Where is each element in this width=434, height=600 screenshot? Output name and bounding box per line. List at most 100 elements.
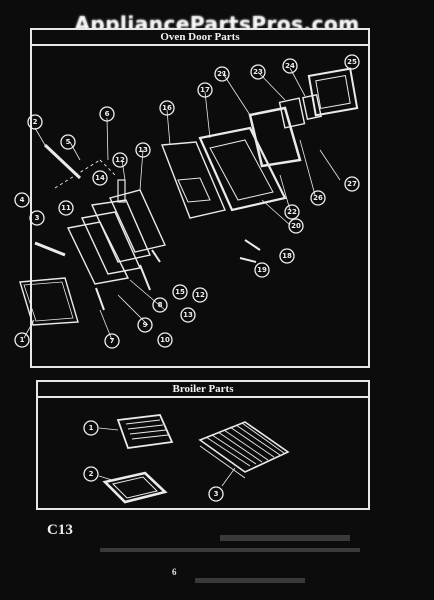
callout-13-lower[interactable]: 13 — [180, 307, 196, 323]
broiler-callout-1[interactable]: 1 — [83, 420, 99, 436]
callout-10[interactable]: 10 — [157, 332, 173, 348]
svg-text:5: 5 — [66, 138, 71, 146]
part-outer-door-frame — [19, 277, 79, 326]
callout-8[interactable]: 8 — [152, 297, 168, 313]
svg-text:25: 25 — [347, 58, 357, 66]
callout-2[interactable]: 2 — [27, 114, 43, 130]
part-outer-door-frame-inner — [23, 281, 74, 322]
part-spacer — [302, 93, 322, 121]
part-door-glass-inner — [90, 199, 151, 263]
part-door-glass — [80, 211, 142, 275]
svg-text:24: 24 — [285, 62, 295, 70]
callout-26[interactable]: 26 — [310, 190, 326, 206]
svg-text:20: 20 — [291, 222, 301, 230]
callout-12[interactable]: 12 — [112, 152, 128, 168]
svg-text:10: 10 — [160, 336, 170, 344]
broiler-parts-panel: Broiler Parts — [36, 380, 370, 510]
svg-text:26: 26 — [313, 194, 323, 202]
svg-text:7: 7 — [110, 337, 115, 345]
callout-4[interactable]: 4 — [14, 192, 30, 208]
part-door-liner — [109, 189, 166, 253]
callout-7[interactable]: 7 — [104, 333, 120, 349]
part-window-frame — [307, 67, 359, 117]
callout-6[interactable]: 6 — [99, 106, 115, 122]
oven-door-parts-panel: Oven Door Parts — [30, 28, 370, 368]
svg-text:12: 12 — [115, 156, 125, 164]
broiler-callout-2[interactable]: 2 — [83, 466, 99, 482]
callout-22[interactable]: 22 — [284, 204, 300, 220]
part-window-frame-inner — [315, 75, 351, 109]
callout-18[interactable]: 18 — [279, 248, 295, 264]
callout-23[interactable]: 23 — [250, 64, 266, 80]
svg-text:2: 2 — [33, 118, 38, 126]
svg-text:22: 22 — [287, 208, 297, 216]
svg-text:27: 27 — [347, 180, 357, 188]
svg-text:3: 3 — [214, 490, 219, 498]
svg-text:13: 13 — [183, 311, 193, 319]
part-broiler-pan-inner — [112, 476, 158, 499]
broiler-grid-slots — [125, 419, 169, 440]
callout-14[interactable]: 14 — [92, 170, 108, 186]
part-oven-rack — [198, 421, 290, 473]
svg-text:21: 21 — [217, 70, 227, 78]
callout-24[interactable]: 24 — [282, 58, 298, 74]
svg-text:3: 3 — [35, 214, 40, 222]
callout-11[interactable]: 11 — [58, 200, 74, 216]
scan-smudge — [195, 578, 305, 583]
svg-text:1: 1 — [89, 424, 94, 432]
callout-17[interactable]: 17 — [197, 82, 213, 98]
part-broiler-pan — [102, 471, 168, 504]
part-screw — [244, 239, 261, 251]
svg-text:6: 6 — [105, 110, 110, 118]
part-screw — [239, 257, 257, 263]
callout-21[interactable]: 21 — [214, 66, 230, 82]
svg-text:2: 2 — [89, 470, 94, 478]
svg-text:15: 15 — [175, 288, 185, 296]
part-broiler-grid — [116, 414, 174, 449]
callout-13[interactable]: 13 — [135, 142, 151, 158]
part-door-gasket-frame-inner — [209, 139, 274, 201]
callout-1[interactable]: 1 — [14, 332, 30, 348]
part-door-gasket-frame — [198, 126, 287, 212]
callout-9[interactable]: 9 — [137, 317, 153, 333]
callout-3[interactable]: 3 — [29, 210, 45, 226]
callout-16[interactable]: 16 — [159, 100, 175, 116]
scan-smudge — [100, 548, 360, 552]
svg-text:8: 8 — [158, 301, 163, 309]
svg-text:17: 17 — [200, 86, 210, 94]
callout-5[interactable]: 5 — [60, 134, 76, 150]
part-hinge-pin — [95, 287, 105, 311]
part-top-trim — [43, 143, 82, 180]
callout-27[interactable]: 27 — [344, 176, 360, 192]
scan-smudge — [220, 535, 350, 541]
page-code: C13 — [47, 522, 73, 538]
part-hinge-bracket — [117, 179, 126, 203]
callout-12-lower[interactable]: 12 — [192, 287, 208, 303]
broiler-parts-title: Broiler Parts — [38, 382, 368, 398]
callout-19[interactable]: 19 — [254, 262, 270, 278]
page-number: 6 — [172, 567, 177, 577]
part-inner-door-window — [177, 177, 211, 203]
callout-25[interactable]: 25 — [344, 54, 360, 70]
svg-text:16: 16 — [162, 104, 172, 112]
oven-rack-wires — [199, 422, 285, 479]
part-window-pack — [278, 97, 306, 129]
svg-text:23: 23 — [253, 68, 263, 76]
callout-15[interactable]: 15 — [172, 284, 188, 300]
broiler-callout-3[interactable]: 3 — [208, 486, 224, 502]
oven-door-parts-title: Oven Door Parts — [32, 30, 368, 46]
svg-text:4: 4 — [20, 196, 25, 204]
callout-20[interactable]: 20 — [288, 218, 304, 234]
part-gasket — [248, 106, 302, 168]
part-door-glass-outer — [66, 221, 130, 285]
svg-text:18: 18 — [282, 252, 292, 260]
part-bottom-trim — [34, 241, 66, 257]
svg-text:11: 11 — [61, 204, 71, 212]
svg-text:12: 12 — [195, 291, 205, 299]
svg-text:19: 19 — [257, 266, 267, 274]
part-clip — [139, 264, 151, 291]
svg-text:9: 9 — [143, 321, 148, 329]
